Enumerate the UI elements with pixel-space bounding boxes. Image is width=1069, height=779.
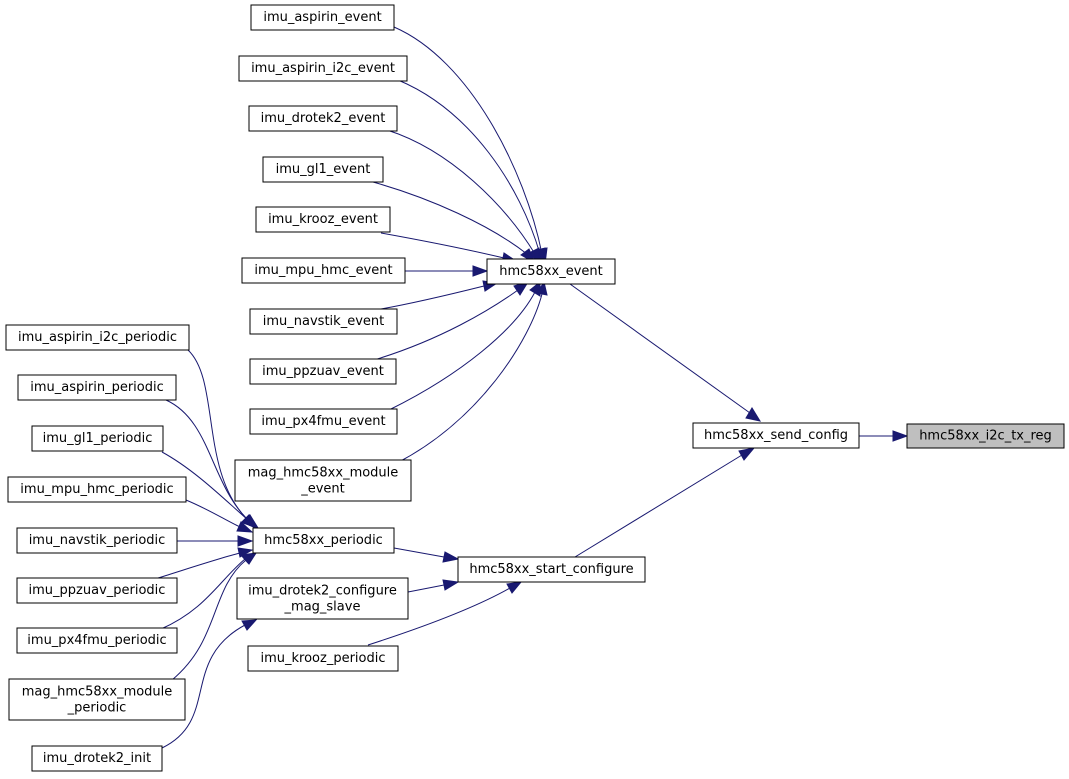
edge-imu-mpu-hmc-periodic — [185, 499, 254, 533]
node-label: imu_krooz_event — [268, 212, 378, 227]
node-imu-ppzuav-periodic[interactable]: imu_ppzuav_periodic — [16, 577, 178, 604]
edge-mag-hmc58xx-module-event — [396, 280, 548, 464]
node-label: hmc58xx_event — [499, 264, 603, 279]
edge-hmc58xx-periodic-to-start-configure — [393, 547, 460, 563]
node-imu-mpu-hmc-periodic[interactable]: imu_mpu_hmc_periodic — [7, 476, 187, 503]
node-label: imu_drotek2_init — [43, 751, 151, 766]
node-imu-krooz-event[interactable]: imu_krooz_event — [255, 206, 391, 233]
node-label: hmc58xx_i2c_tx_reg — [919, 429, 1052, 444]
node-hmc58xx-start-configure[interactable]: hmc58xx_start_configure — [457, 556, 646, 583]
edge-imu-gl1-event — [372, 181, 537, 265]
node-label: hmc58xx_send_config — [704, 428, 848, 443]
node-label-line1: mag_hmc58xx_module — [22, 685, 173, 700]
node-label: imu_aspirin_i2c_event — [251, 61, 395, 76]
node-label: hmc58xx_start_configure — [469, 562, 633, 577]
node-imu-drotek2-configure-mag-slave[interactable]: imu_drotek2_configure _mag_slave — [236, 577, 409, 620]
node-label: imu_gl1_periodic — [43, 431, 153, 446]
edge-hmc58xx-event-to-send-config — [569, 283, 762, 422]
node-label: imu_aspirin_periodic — [30, 380, 164, 395]
node-imu-px4fmu-event[interactable]: imu_px4fmu_event — [249, 408, 398, 435]
node-imu-drotek2-init[interactable]: imu_drotek2_init — [31, 745, 163, 772]
node-label: imu_aspirin_event — [263, 10, 381, 25]
edge-imu-gl1-periodic — [161, 451, 260, 529]
node-imu-krooz-periodic[interactable]: imu_krooz_periodic — [247, 645, 399, 672]
edge-imu-navstik-periodic — [177, 535, 254, 547]
node-label-line1: mag_hmc58xx_module — [248, 466, 399, 481]
edge-imu-mpu-hmc-event — [405, 265, 489, 277]
node-label-line2: _mag_slave — [284, 600, 361, 615]
node-label: imu_ppzuav_event — [262, 364, 384, 379]
node-imu-ppzuav-event[interactable]: imu_ppzuav_event — [249, 358, 397, 385]
edge-imu-krooz-periodic-to-start-configure — [367, 581, 523, 646]
node-label: imu_mpu_hmc_periodic — [20, 482, 173, 497]
node-imu-drotek2-event[interactable]: imu_drotek2_event — [248, 105, 398, 132]
edge-send-config-to-i2c-tx-reg — [859, 430, 909, 442]
node-mag-hmc58xx-module-periodic[interactable]: mag_hmc58xx_module _periodic — [8, 678, 186, 721]
node-label: imu_mpu_hmc_event — [254, 263, 392, 278]
node-label-line2: _event — [300, 482, 345, 497]
node-label: imu_drotek2_event — [261, 111, 386, 126]
node-imu-gl1-periodic[interactable]: imu_gl1_periodic — [31, 425, 164, 452]
node-imu-aspirin-event[interactable]: imu_aspirin_event — [250, 4, 395, 31]
node-label: imu_krooz_periodic — [260, 651, 385, 666]
node-imu-aspirin-periodic[interactable]: imu_aspirin_periodic — [17, 374, 177, 401]
node-label: imu_px4fmu_event — [261, 414, 385, 429]
node-imu-aspirin-i2c-event[interactable]: imu_aspirin_i2c_event — [238, 55, 408, 82]
node-hmc58xx-periodic[interactable]: hmc58xx_periodic — [252, 527, 395, 554]
edge-imu-drotek2-init — [161, 619, 258, 749]
edge-start-configure-to-send-config — [574, 447, 756, 558]
edge-imu-drotek2-configure-to-start-configure — [407, 579, 460, 593]
edge-imu-aspirin-event — [393, 26, 548, 266]
node-hmc58xx-send-config[interactable]: hmc58xx_send_config — [692, 422, 860, 449]
node-label-line2: _periodic — [67, 701, 127, 716]
node-imu-mpu-hmc-event[interactable]: imu_mpu_hmc_event — [241, 257, 406, 284]
edge-imu-navstik-event — [380, 280, 499, 310]
node-label: hmc58xx_periodic — [264, 533, 383, 548]
node-label: imu_px4fmu_periodic — [27, 633, 166, 648]
node-label: imu_aspirin_i2c_periodic — [18, 330, 177, 345]
node-imu-gl1-event[interactable]: imu_gl1_event — [262, 156, 384, 183]
node-label-line1: imu_drotek2_configure — [248, 584, 397, 599]
node-hmc58xx-event[interactable]: hmc58xx_event — [486, 258, 616, 285]
node-imu-navstik-event[interactable]: imu_navstik_event — [249, 308, 398, 335]
node-imu-px4fmu-periodic[interactable]: imu_px4fmu_periodic — [16, 627, 178, 654]
node-label: imu_ppzuav_periodic — [29, 583, 166, 598]
edge-mag-hmc58xx-module-periodic — [171, 552, 258, 681]
node-label: imu_navstik_event — [263, 314, 384, 329]
node-label: imu_gl1_event — [276, 162, 371, 177]
node-imu-navstik-periodic[interactable]: imu_navstik_periodic — [16, 527, 178, 554]
node-imu-aspirin-i2c-periodic[interactable]: imu_aspirin_i2c_periodic — [5, 324, 190, 351]
node-hmc58xx-i2c-tx-reg[interactable]: hmc58xx_i2c_tx_reg — [906, 423, 1065, 449]
node-mag-hmc58xx-module-event[interactable]: mag_hmc58xx_module _event — [234, 459, 412, 502]
edge-imu-px4fmu-event — [388, 280, 541, 411]
node-label: imu_navstik_periodic — [29, 533, 166, 548]
